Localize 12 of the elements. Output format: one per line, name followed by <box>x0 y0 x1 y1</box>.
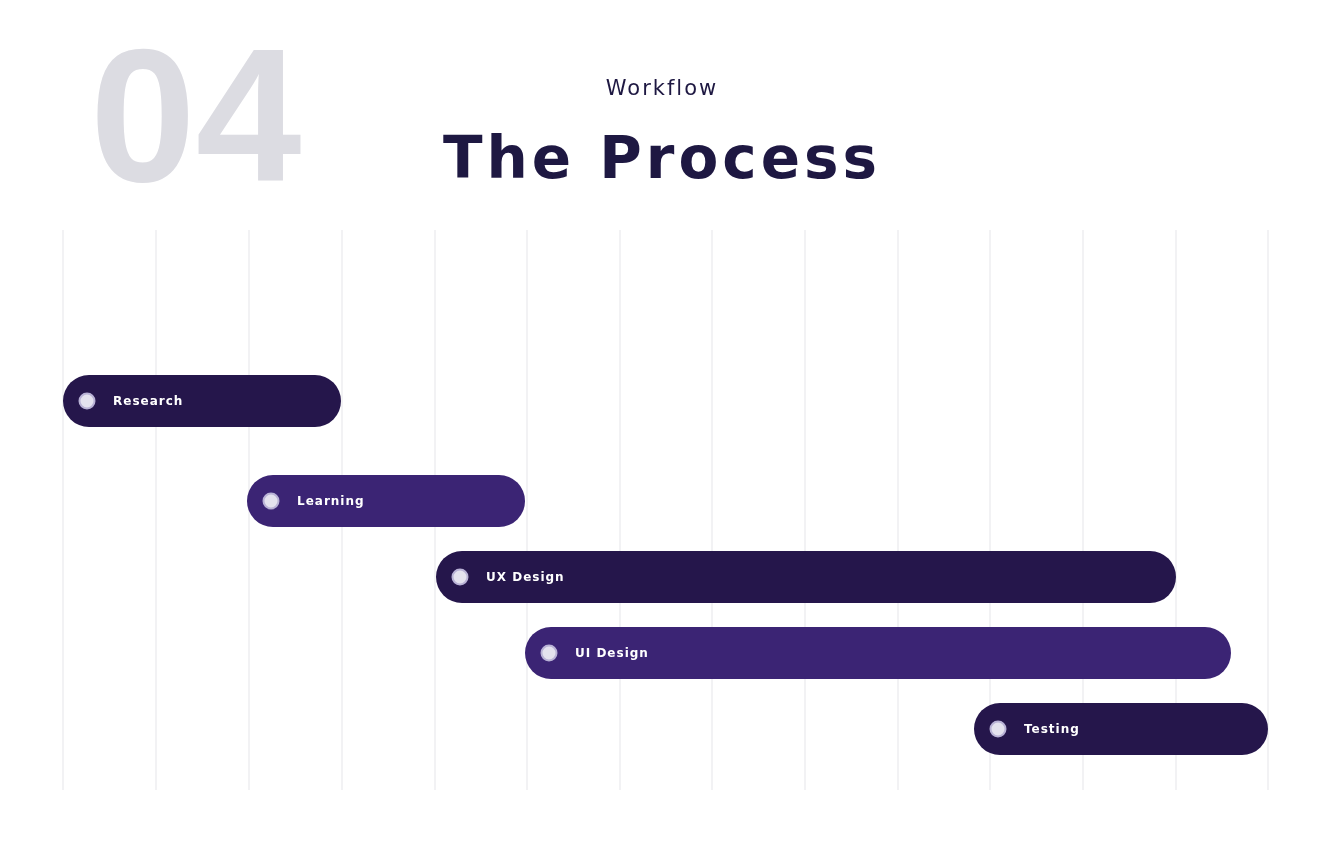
phase-label: Testing <box>1024 721 1080 738</box>
subtitle: Workflow <box>605 76 719 100</box>
title: The Process <box>442 124 882 192</box>
phase-label: Research <box>113 393 184 410</box>
timeline-bar <box>63 375 341 427</box>
timeline-bar <box>436 551 1176 603</box>
timeline-bar <box>974 703 1268 755</box>
phase-label: Learning <box>297 493 365 510</box>
timeline-bar <box>525 627 1231 679</box>
phase-label: UX Design <box>486 569 565 586</box>
timeline-bar <box>247 475 525 527</box>
phase-label: UI Design <box>575 645 649 662</box>
